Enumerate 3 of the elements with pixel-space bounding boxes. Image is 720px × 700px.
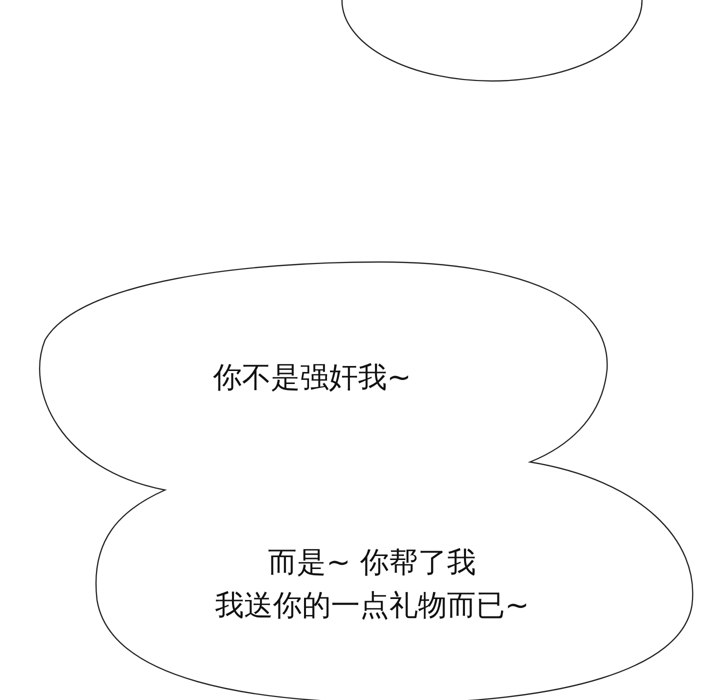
dialogue-text: 你不是强奸我~: [212, 360, 412, 395]
dialogue-text: 我送你的一点礼物而已~: [214, 588, 530, 623]
dialogue-text: 而是~ 你帮了我: [268, 545, 476, 580]
